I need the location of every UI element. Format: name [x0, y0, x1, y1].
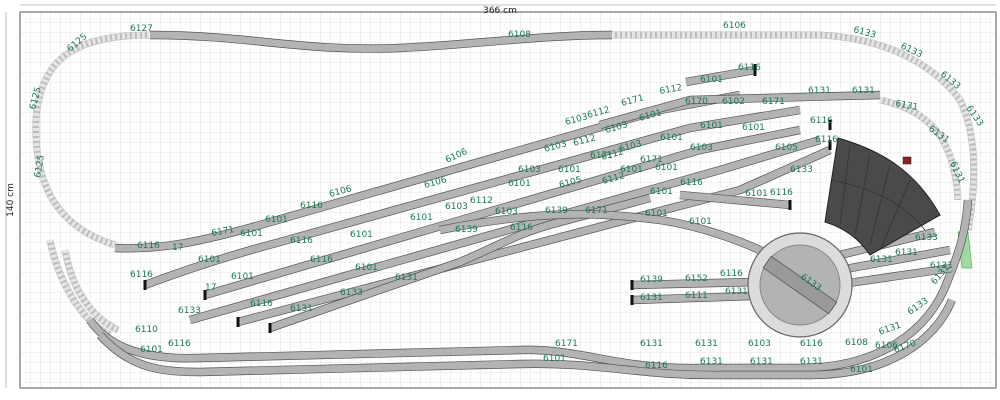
- part-number-label: 6103: [518, 165, 541, 175]
- part-number-label: 6116: [800, 339, 823, 349]
- part-number-label: 6125: [33, 154, 47, 178]
- part-number-label: 6112: [470, 196, 493, 206]
- part-number-label: 6131: [930, 261, 953, 271]
- part-number-label: 6101: [265, 215, 288, 225]
- part-number-label: 6106: [723, 21, 746, 31]
- part-number-label: 6131: [640, 293, 663, 303]
- part-number-label: 6101: [700, 75, 723, 85]
- part-number-label: 6133: [790, 165, 813, 175]
- part-number-label: 6116: [738, 63, 761, 73]
- part-number-label: 6139: [640, 275, 663, 285]
- part-number-label: 6116: [250, 299, 273, 309]
- part-number-label: 6131: [695, 339, 718, 349]
- part-number-label: 6133: [915, 233, 938, 243]
- part-number-label: 6111: [685, 291, 708, 301]
- part-number-label: 17: [172, 243, 183, 253]
- part-number-label: 6116: [137, 241, 160, 251]
- part-number-label: 6101: [700, 121, 723, 131]
- part-number-label: 6101: [410, 213, 433, 223]
- part-number-label: 17: [205, 283, 216, 293]
- part-number-label: 6171: [640, 155, 663, 165]
- part-number-label: 6103: [495, 207, 518, 217]
- part-number-label: 6101: [140, 345, 163, 355]
- track-layer: [86, 30, 973, 380]
- part-number-label: 6101: [745, 189, 768, 199]
- part-number-label: 6133: [340, 288, 363, 298]
- part-number-label: 6101: [198, 255, 221, 265]
- part-number-label: 6116: [770, 188, 793, 198]
- part-number-label: 6103: [690, 143, 713, 153]
- part-number-label: 6139: [545, 206, 568, 216]
- part-number-label: 6116: [130, 270, 153, 280]
- part-number-label: 6101: [650, 187, 673, 197]
- part-number-label: 6108: [845, 338, 868, 348]
- height-dimension-label: 140 cm: [6, 183, 16, 217]
- part-number-label: 6131: [700, 357, 723, 367]
- part-number-label: 6171: [211, 225, 235, 239]
- part-number-label: 6116: [680, 178, 703, 188]
- turntable: [747, 232, 853, 338]
- part-number-label: 6131: [894, 99, 918, 113]
- part-number-label: 6108: [508, 30, 531, 40]
- part-number-label: 6112: [659, 83, 683, 97]
- roundhouse-divisions: [831, 144, 926, 251]
- part-number-label: 6131: [290, 304, 313, 314]
- hidden-tracks: [32, 31, 978, 339]
- part-number-label: 6101: [645, 209, 668, 219]
- part-number-label: 6133: [178, 306, 201, 316]
- part-number-label: 6171: [590, 151, 613, 161]
- part-number-label: 6131: [852, 86, 875, 96]
- part-number-label: 6152: [685, 274, 708, 284]
- signal-box: [902, 156, 912, 165]
- part-number-label: 6101: [558, 165, 581, 175]
- part-number-label: 6101: [660, 133, 683, 143]
- part-number-label: 6101: [231, 272, 254, 282]
- part-number-label: 6131: [808, 86, 831, 96]
- part-number-label: 6103: [748, 339, 771, 349]
- part-number-label: 6131: [800, 357, 823, 367]
- part-number-label: 6101: [508, 179, 531, 189]
- part-number-label: 6116: [510, 223, 533, 233]
- part-number-label: 6171: [762, 97, 785, 107]
- part-number-label: 6101: [543, 354, 566, 364]
- part-number-label: 6116: [168, 339, 191, 349]
- part-number-label: 6116: [645, 361, 668, 371]
- part-number-label: 6116: [310, 255, 333, 265]
- part-number-label: 6139: [455, 225, 478, 235]
- part-number-label: 6131: [750, 357, 773, 367]
- part-number-label: 6131: [640, 339, 663, 349]
- part-number-label: 6131: [870, 255, 893, 265]
- width-dimension-label: 366 cm: [483, 6, 517, 16]
- part-number-label: 6170: [685, 97, 708, 107]
- part-number-label: 6171: [585, 206, 608, 216]
- part-number-label: 6131: [895, 248, 918, 258]
- part-number-label: 6101: [350, 230, 373, 240]
- part-number-label: 6106: [875, 341, 898, 351]
- part-number-label: 6116: [810, 116, 833, 126]
- part-number-label: 6127: [130, 24, 153, 34]
- part-number-label: 6131: [395, 273, 418, 283]
- part-number-label: 6105: [775, 143, 798, 153]
- part-number-label: 6101: [355, 263, 378, 273]
- part-number-label: 6116: [720, 269, 743, 279]
- part-number-label: 6101: [655, 163, 678, 173]
- part-number-label: 6102: [722, 97, 745, 107]
- part-number-label: 6116: [300, 201, 323, 211]
- part-number-label: 6110: [135, 325, 158, 335]
- buffer-stops: [143, 64, 832, 333]
- part-number-label: 6101: [850, 365, 873, 375]
- part-number-label: 6101: [689, 217, 712, 227]
- part-number-label: 6131: [725, 287, 748, 297]
- part-number-label: 6171: [555, 339, 578, 349]
- part-number-label: 6101: [620, 165, 643, 175]
- part-number-label: 6101: [240, 229, 263, 239]
- part-number-label: 6116: [290, 236, 313, 246]
- part-number-label: 6101: [742, 123, 765, 133]
- part-number-label: 6116: [815, 135, 838, 145]
- part-number-label: 6103: [445, 202, 468, 212]
